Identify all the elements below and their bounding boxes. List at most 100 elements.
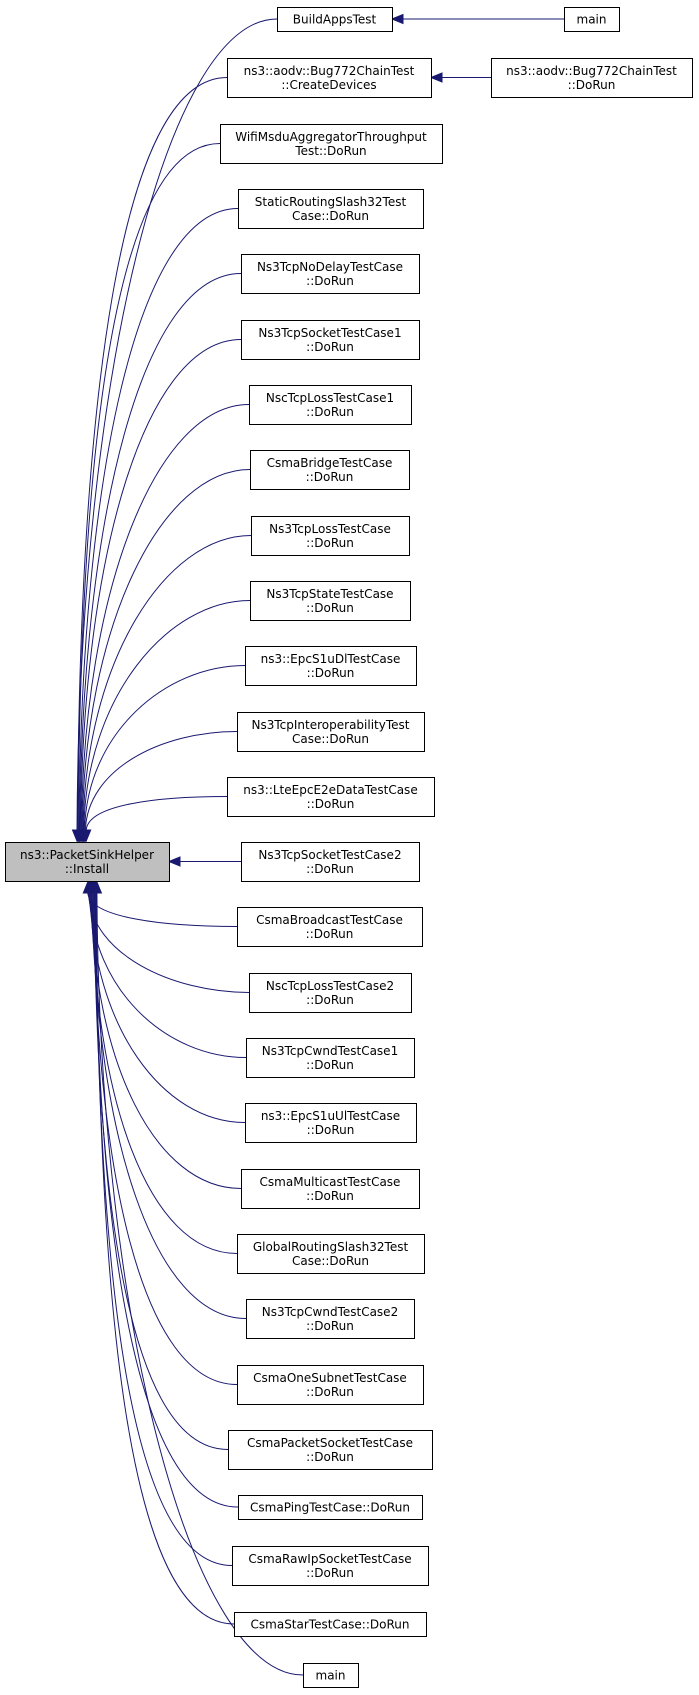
node-tcpcwnd1[interactable]: Ns3TcpCwndTestCase1::DoRun (246, 1038, 415, 1078)
edge-line (83, 600, 251, 831)
node-label: ns3::EpcS1uDlTestCase (261, 652, 401, 666)
node-box (250, 450, 410, 490)
node-csmarawip[interactable]: CsmaRawIpSocketTestCase::DoRun (232, 1546, 429, 1586)
edge-csmabroadcast-to-install (82, 880, 238, 927)
node-label: ::DoRun (307, 1123, 355, 1137)
edge-line (80, 339, 242, 831)
edge-line (95, 892, 235, 1625)
node-box (238, 189, 424, 229)
edge-csmastar-to-install (91, 880, 235, 1625)
arrow-head-icon (167, 856, 181, 867)
node-epcs1udl[interactable]: ns3::EpcS1uDlTestCase::DoRun (245, 646, 417, 686)
edge-line (92, 892, 238, 1385)
edge-nscloss2-to-install (83, 880, 250, 993)
node-label: CsmaBridgeTestCase (267, 456, 393, 470)
edge-tcpnodelay-to-install (74, 273, 242, 843)
node-label: ::DoRun (307, 666, 355, 680)
node-epcs1uul[interactable]: ns3::EpcS1uUlTestCase::DoRun (245, 1103, 417, 1143)
node-box (245, 646, 417, 686)
edge-csmaonesubnet-to-install (88, 880, 238, 1385)
node-label: ::DoRun (306, 340, 354, 354)
edge-line (78, 208, 239, 831)
node-label: ::DoRun (306, 1189, 354, 1203)
node-main_top[interactable]: main (564, 7, 620, 32)
node-box (246, 1299, 415, 1339)
node-box (251, 516, 410, 556)
node-csmabroadcast[interactable]: CsmaBroadcastTestCase::DoRun (237, 907, 423, 947)
edge-line (79, 273, 242, 831)
arrow-head-icon (80, 829, 92, 843)
node-bug772_dorun[interactable]: ns3::aodv::Bug772ChainTest::DoRun (491, 58, 693, 98)
node-tcploss[interactable]: Ns3TcpLossTestCase::DoRun (251, 516, 410, 556)
node-label: NscTcpLossTestCase2 (266, 979, 394, 993)
node-tcpsocket1[interactable]: Ns3TcpSocketTestCase1::DoRun (241, 320, 420, 360)
node-box (227, 777, 435, 817)
edge-tcpsocket1-to-install (75, 339, 242, 843)
node-label: Ns3TcpStateTestCase (266, 587, 393, 601)
edge-csmabridge-to-install (76, 469, 251, 843)
node-csmabridge[interactable]: CsmaBridgeTestCase::DoRun (250, 450, 410, 490)
node-label: BuildAppsTest (293, 13, 377, 27)
node-box (564, 7, 620, 32)
node-main_bottom[interactable]: main (303, 1663, 359, 1688)
edge-line (77, 143, 221, 831)
node-label: ::DoRun (306, 470, 354, 484)
edge-lteepc-to-install (80, 796, 228, 843)
node-label: Case::DoRun (292, 209, 369, 223)
node-label: CsmaBroadcastTestCase (256, 913, 403, 927)
node-label: ::DoRun (568, 78, 616, 92)
node-label: main (577, 13, 607, 27)
node-label: ::DoRun (306, 1319, 354, 1333)
edge-line (84, 731, 238, 831)
node-csmaping[interactable]: CsmaPingTestCase::DoRun (238, 1495, 423, 1520)
node-lteepc[interactable]: ns3::LteEpcE2eDataTestCase::DoRun (227, 777, 435, 817)
node-label: Test::DoRun (294, 144, 366, 158)
node-label: Ns3TcpSocketTestCase2 (258, 848, 401, 862)
node-box (250, 581, 411, 621)
node-nscloss2[interactable]: NscTcpLossTestCase2::DoRun (249, 973, 412, 1013)
edge-main_top-to-buildapps (390, 13, 564, 25)
node-label: CsmaPingTestCase::DoRun (250, 1501, 410, 1515)
node-box (249, 973, 412, 1013)
edge-tcpsocket2-to-install (167, 856, 242, 867)
edge-epcs1udl-to-install (79, 665, 246, 843)
edge-line (76, 18, 278, 831)
node-label: CsmaStarTestCase::DoRun (251, 1618, 410, 1632)
node-label: ::DoRun (306, 405, 354, 419)
node-label: ::DoRun (306, 536, 354, 550)
arrow-head-icon (429, 72, 443, 83)
edges-layer (71, 13, 564, 1676)
node-bug772_create[interactable]: ns3::aodv::Bug772ChainTest::CreateDevice… (227, 58, 432, 98)
node-label: NscTcpLossTestCase1 (266, 391, 394, 405)
node-box (241, 1169, 420, 1209)
edge-main_bottom-to-install (91, 880, 304, 1676)
node-csmastar[interactable]: CsmaStarTestCase::DoRun (234, 1612, 427, 1637)
node-box (228, 1430, 433, 1470)
node-box (241, 254, 420, 294)
edge-line (84, 665, 246, 831)
node-box (238, 1495, 423, 1520)
node-label: CsmaRawIpSocketTestCase (248, 1552, 411, 1566)
node-tcpcwnd2[interactable]: Ns3TcpCwndTestCase2::DoRun (246, 1299, 415, 1339)
node-nscloss1[interactable]: NscTcpLossTestCase1::DoRun (249, 385, 412, 425)
node-csmapacketsocket[interactable]: CsmaPacketSocketTestCase::DoRun (228, 1430, 433, 1470)
node-box (234, 1612, 427, 1637)
node-tcpsocket2[interactable]: Ns3TcpSocketTestCase2::DoRun (241, 842, 420, 882)
node-tcpnodelay[interactable]: Ns3TcpNoDelayTestCase::DoRun (241, 254, 420, 294)
node-label: ns3::PacketSinkHelper (20, 848, 154, 862)
edge-line (91, 892, 238, 1254)
node-label: ::DoRun (306, 1058, 354, 1072)
node-csmamulticast[interactable]: CsmaMulticastTestCase::DoRun (241, 1169, 420, 1209)
edge-tcpcwnd2-to-install (87, 880, 247, 1319)
node-csmaonesubnet[interactable]: CsmaOneSubnetTestCase::DoRun (237, 1365, 424, 1405)
node-tcpstate[interactable]: Ns3TcpStateTestCase::DoRun (250, 581, 411, 621)
edge-bug772_dorun-to-bug772_create (429, 72, 491, 83)
edge-line (92, 892, 247, 1319)
node-install[interactable]: ns3::PacketSinkHelper::Install (5, 842, 170, 882)
node-buildapps[interactable]: BuildAppsTest (277, 7, 393, 32)
node-box (227, 58, 432, 98)
